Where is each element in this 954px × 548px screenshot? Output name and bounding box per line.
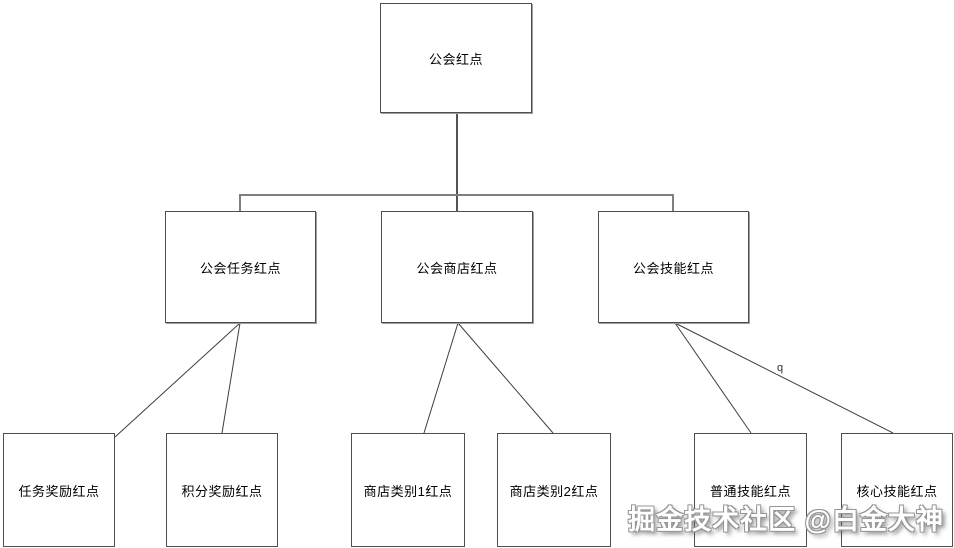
node-normal-skill: 普通技能红点 bbox=[694, 433, 807, 547]
node-point-reward-label: 积分奖励红点 bbox=[181, 483, 263, 499]
edge-bus bbox=[239, 194, 674, 211]
node-core-skill-label: 核心技能红点 bbox=[856, 483, 938, 499]
edge-skill-to-core bbox=[674, 322, 894, 434]
node-shop-cat2: 商店类别2红点 bbox=[497, 433, 611, 547]
node-core-skill: 核心技能红点 bbox=[841, 433, 953, 547]
edge-skill-to-normal bbox=[674, 322, 752, 434]
node-normal-skill-label: 普通技能红点 bbox=[709, 483, 791, 499]
edge-task-to-taskreward bbox=[114, 322, 241, 438]
node-guild-task: 公会任务红点 bbox=[165, 211, 316, 323]
node-shop-cat1: 商店类别1红点 bbox=[351, 433, 465, 547]
node-point-reward: 积分奖励红点 bbox=[166, 433, 278, 547]
node-shop-cat2-label: 商店类别2红点 bbox=[509, 483, 599, 499]
node-guild-skill: 公会技能红点 bbox=[598, 211, 749, 323]
watermark: 掘金技术社区 @白金大神 bbox=[628, 505, 944, 535]
node-guild-skill-label: 公会技能红点 bbox=[632, 260, 714, 276]
node-task-reward-label: 任务奖励红点 bbox=[18, 483, 100, 499]
edge-task-to-pointreward bbox=[221, 322, 241, 434]
edge-shop-to-cat2 bbox=[457, 322, 554, 434]
node-guild-task-label: 公会任务红点 bbox=[199, 260, 281, 276]
node-task-reward: 任务奖励红点 bbox=[3, 433, 115, 547]
edge-shop-to-cat1 bbox=[423, 322, 459, 434]
node-guild-shop-label: 公会商店红点 bbox=[416, 260, 498, 276]
edge-skill-to-core-label: q bbox=[776, 362, 785, 374]
node-guild-shop: 公会商店红点 bbox=[381, 211, 533, 323]
node-shop-cat1-label: 商店类别1红点 bbox=[363, 483, 453, 499]
node-guild-root: 公会红点 bbox=[380, 3, 532, 113]
node-guild-root-label: 公会红点 bbox=[428, 51, 483, 67]
